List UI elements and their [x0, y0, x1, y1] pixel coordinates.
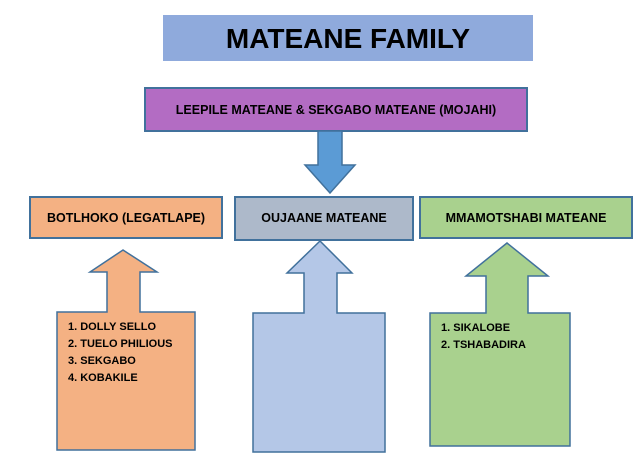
- up-arrow-callout-mmamotshabi: [429, 242, 571, 447]
- list-item: 1. DOLLY SELLO: [68, 321, 156, 333]
- diagram-title: MATEANE FAMILY: [226, 23, 471, 54]
- parents-box: [144, 87, 528, 132]
- list-item: 2. TUELO PHILIOUS: [68, 338, 173, 350]
- up-arrow-callout-botlhoko: [56, 249, 196, 451]
- list-item: 2. TSHABADIRA: [441, 339, 526, 351]
- list-item: 1. SIKALOBE: [441, 322, 510, 334]
- parents-label: LEEPILE MATEANE & SEKGABO MATEANE (MOJAH…: [176, 103, 496, 117]
- child-label-botlhoko: BOTLHOKO (LEGATLAPE): [47, 211, 205, 225]
- list-item: 3. SEKGABO: [68, 355, 136, 367]
- up-arrow-callout-oujaane: [252, 239, 386, 453]
- child-label-mmamotshabi: MMAMOTSHABI MATEANE: [446, 211, 607, 225]
- child-box-mmamotshabi: [419, 196, 633, 239]
- child-box-botlhoko: [29, 196, 223, 239]
- list-item: 4. KOBAKILE: [68, 372, 138, 384]
- child-label-oujaane: OUJAANE MATEANE: [261, 211, 386, 225]
- title-banner: [163, 15, 533, 61]
- child-box-oujaane: [234, 196, 414, 241]
- down-arrow: [303, 130, 357, 195]
